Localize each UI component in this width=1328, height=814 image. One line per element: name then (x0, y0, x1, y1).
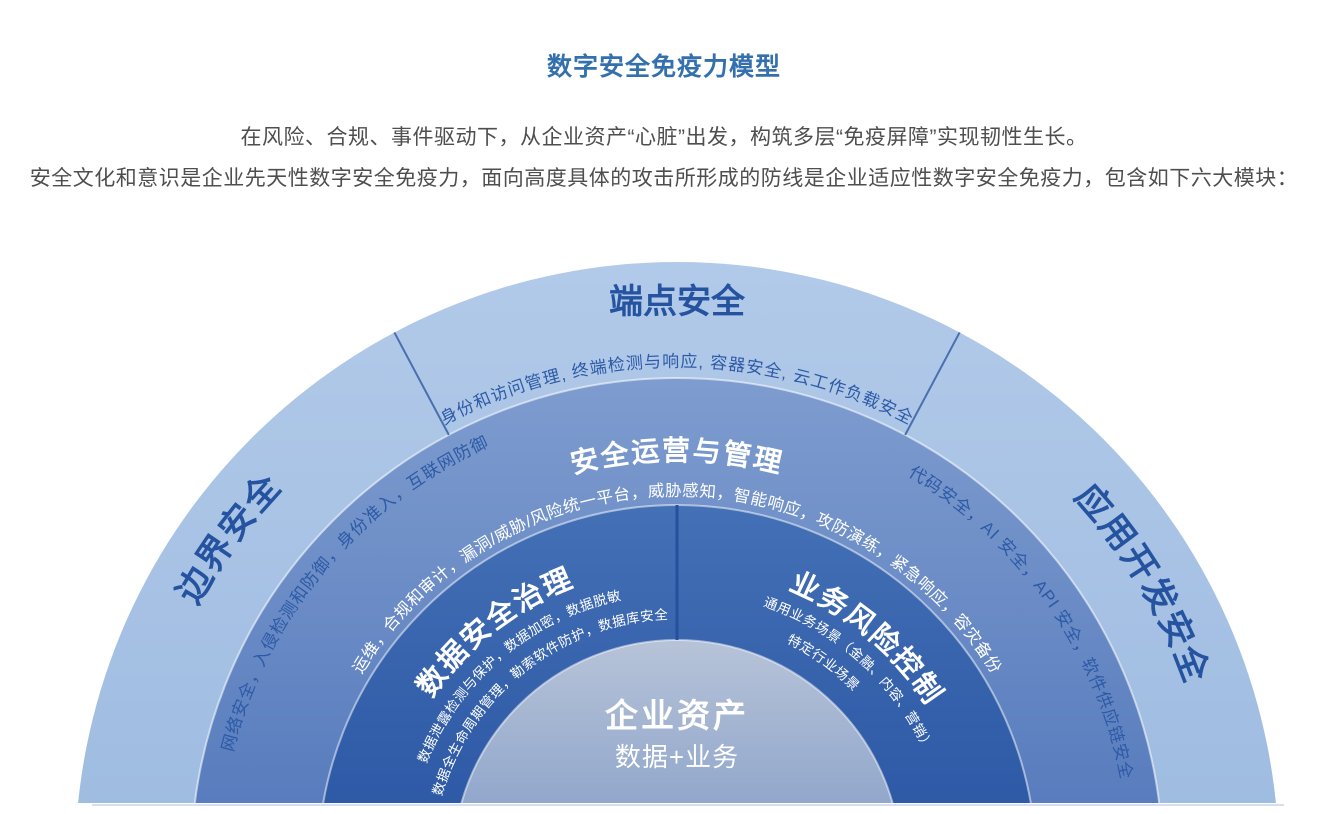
outer-top-segment-title: 端点安全 (609, 282, 746, 321)
intro-line-2: 安全文化和意识是企业先天性数字安全免疫力，面向高度具体的攻击所形成的防线是企业适… (29, 167, 1299, 190)
outer-segment-divider-right (904, 331, 961, 436)
baseline-rule (92, 804, 1284, 806)
core-subtitle: 数据+业务 (615, 742, 739, 772)
core-circle (461, 640, 893, 803)
core-title: 企业资产 (605, 697, 749, 734)
page-title: 数字安全免疫力模型 (546, 53, 781, 81)
outer-segment-divider-left (393, 331, 450, 436)
intro-line-1: 在风险、合规、事件驱动下，从企业资产“心脏”出发，构筑多层“免疫屏障”实现韧性生… (240, 126, 1088, 149)
ring-boundary-outer-middle (193, 377, 1161, 803)
